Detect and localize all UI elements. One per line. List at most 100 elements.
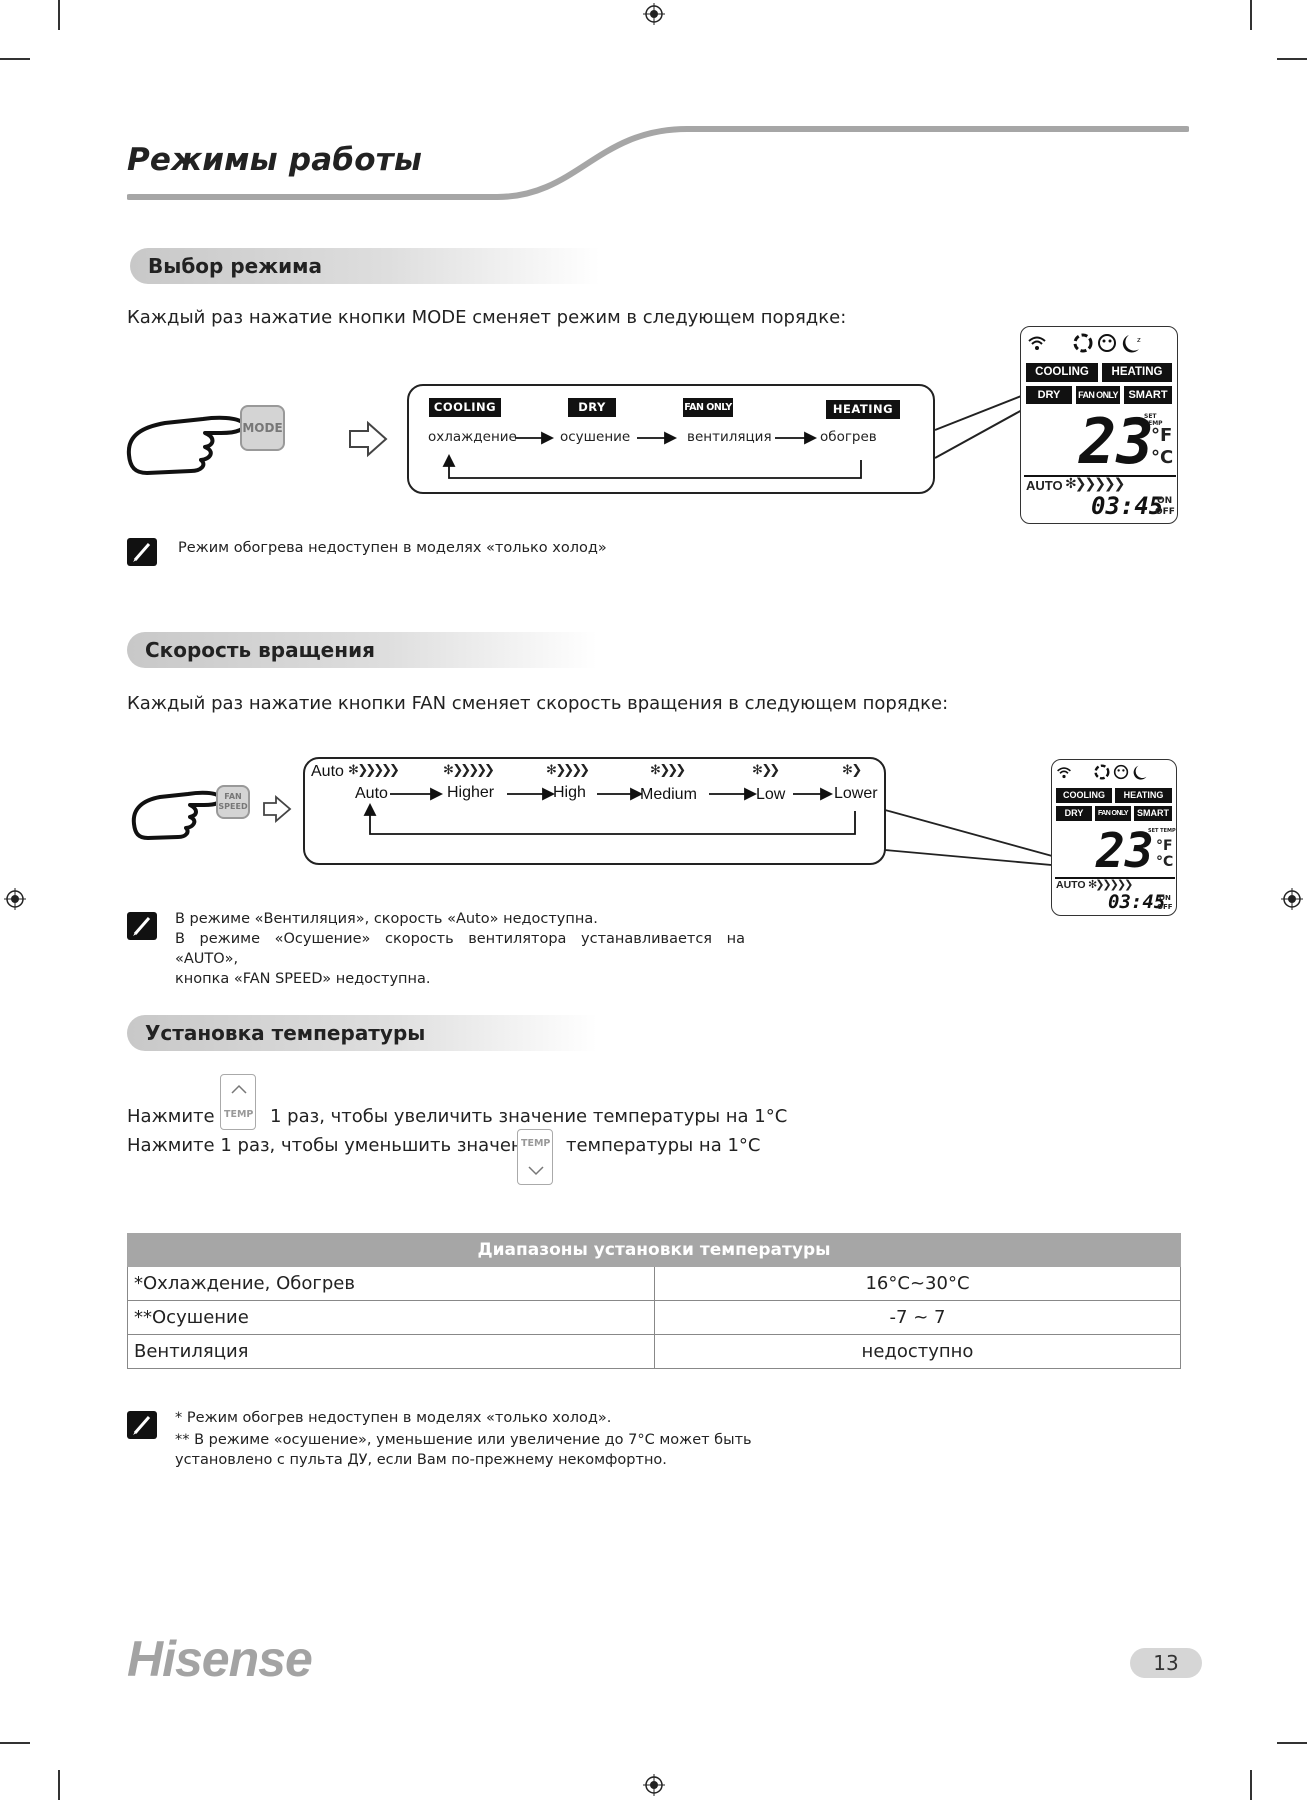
crop-mark bbox=[0, 1742, 30, 1744]
timer-readout: 03:45 bbox=[1108, 891, 1166, 913]
fan-button-label-2: SPEED bbox=[218, 802, 248, 811]
unit-f: °F bbox=[1156, 838, 1173, 854]
fan-speed-medium: Medium bbox=[640, 786, 697, 803]
crop-mark bbox=[1250, 1770, 1252, 1800]
fan-flow-arrows bbox=[363, 787, 856, 835]
temperature-readout: 23 bbox=[1096, 823, 1154, 879]
fan-speed-higher: Higher bbox=[447, 784, 495, 801]
fan-speed-level-icon: ✻ ❯❯ bbox=[752, 763, 780, 778]
remote-tag-dry: DRY bbox=[1056, 806, 1092, 821]
fan-speed-level-icon: ✻ ❯❯❯❯❯ bbox=[348, 763, 400, 778]
section-heading-temp: Установка температуры bbox=[127, 1015, 597, 1051]
mode-tag-dry: DRY bbox=[568, 398, 616, 417]
note-icon bbox=[127, 538, 157, 566]
fan-flow-box bbox=[303, 757, 886, 865]
table-row: Вентиляция недоступно bbox=[127, 1334, 1181, 1369]
unit-c: °C bbox=[1156, 854, 1174, 870]
mode-label-dry: осушение bbox=[560, 429, 631, 445]
mode-tag-cooling: COOLING bbox=[429, 398, 501, 417]
crop-mark bbox=[1277, 1742, 1307, 1744]
off-label: OFF bbox=[1155, 507, 1175, 517]
mode-flow-arrows bbox=[442, 431, 862, 479]
registration-mark-icon bbox=[643, 1774, 665, 1796]
remote-tag-fan-only: FAN ONLY bbox=[1076, 386, 1120, 404]
temp-line1-suffix: 1 раз, чтобы увеличить значение температ… bbox=[270, 1106, 788, 1127]
chevron-down-icon bbox=[528, 1166, 544, 1176]
crop-mark bbox=[58, 1770, 60, 1800]
set-temp-label: SET TEMP bbox=[1148, 828, 1176, 834]
remote-tag-heating: HEATING bbox=[1102, 363, 1172, 382]
table-cell-range: 16°C~30°C bbox=[654, 1266, 1181, 1301]
mode-note: Режим обогрева недоступен в моделях «тол… bbox=[178, 540, 607, 556]
mode-label-cooling: охлаждение bbox=[428, 429, 517, 445]
fan-speed-high: High bbox=[553, 784, 586, 801]
remote-display: z COOLING HEATING DRY FAN ONLY SMART SET… bbox=[1020, 326, 1178, 524]
on-label: ON bbox=[1157, 496, 1173, 506]
remote-display-small: COOLING HEATING DRY FAN ONLY SMART SET T… bbox=[1051, 759, 1177, 916]
page-number: 13 bbox=[1130, 1648, 1202, 1678]
fan-speed-level-icon: ✻ ❯❯❯ bbox=[650, 763, 686, 778]
fan-note-line: кнопка «FAN SPEED» недоступна. bbox=[175, 971, 431, 987]
fan-speed-level-icon: ✻ ❯❯❯❯ bbox=[546, 763, 590, 778]
fan-auto-indicator: Auto bbox=[311, 763, 344, 780]
crop-mark bbox=[0, 58, 30, 60]
temp-down-button[interactable]: TEMP bbox=[517, 1129, 553, 1185]
hand-pressing-icon bbox=[131, 790, 223, 840]
off-label: OFF bbox=[1157, 903, 1173, 911]
fan-speed-bars-icon: ✻❯❯❯❯❯ bbox=[1088, 878, 1133, 891]
mode-symbols-icon: z bbox=[1073, 333, 1141, 353]
table-cell-range: недоступно bbox=[654, 1334, 1181, 1369]
remote-tag-dry: DRY bbox=[1026, 386, 1072, 404]
fan-speed-auto: Auto bbox=[355, 785, 388, 802]
mode-tag-heating: HEATING bbox=[826, 400, 900, 419]
temp-line2-suffix: температуры на 1°C bbox=[566, 1135, 761, 1156]
fan-button-label-1: FAN bbox=[224, 792, 242, 801]
hand-pressing-icon bbox=[126, 415, 246, 475]
arrow-right-outline-icon bbox=[349, 420, 388, 458]
divider bbox=[1024, 475, 1176, 477]
mode-button[interactable]: MODE bbox=[240, 405, 285, 451]
fan-speed-level-icon: ✻ ❯❯❯❯❯ bbox=[443, 763, 495, 778]
temp-up-button[interactable]: TEMP bbox=[220, 1074, 256, 1130]
fan-intro: Каждый раз нажатие кнопки FAN сменяет ск… bbox=[127, 693, 949, 714]
fan-note: В режиме «Вентиляция», скорость «Auto» н… bbox=[175, 909, 745, 989]
remote-auto-label: AUTO bbox=[1026, 478, 1063, 493]
fan-speed-low: Low bbox=[756, 786, 786, 803]
arrow-right-outline-icon bbox=[263, 795, 292, 823]
crop-mark bbox=[58, 0, 60, 30]
remote-tag-cooling: COOLING bbox=[1056, 788, 1112, 803]
temp-button-label: TEMP bbox=[224, 1109, 254, 1120]
footer-note-line: * Режим обогрев недоступен в моделях «то… bbox=[175, 1410, 612, 1426]
mode-label-fan-only: вентиляция bbox=[687, 429, 772, 445]
section-heading-mode: Выбор режима bbox=[130, 248, 600, 284]
mode-label-heating: обогрев bbox=[820, 429, 877, 445]
title-swoosh bbox=[127, 126, 1189, 200]
fan-speed-button[interactable]: FAN SPEED bbox=[216, 785, 250, 819]
note-icon bbox=[127, 912, 157, 940]
chevron-up-icon bbox=[231, 1084, 247, 1094]
remote-tag-smart: SMART bbox=[1124, 386, 1172, 404]
fan-speed-lower: Lower bbox=[834, 785, 878, 802]
fan-note-line: В режиме «Осушение» скорость вентилятора… bbox=[175, 931, 745, 967]
crop-mark bbox=[1250, 0, 1252, 30]
fan-speed-level-icon: ✻ ❯ bbox=[842, 763, 862, 778]
divider bbox=[1055, 877, 1175, 879]
set-temp-label: SET TEMP bbox=[1144, 413, 1163, 427]
page-title: Режимы работы bbox=[127, 142, 423, 178]
footer-note-line: установлено с пульта ДУ, если Вам по-пре… bbox=[175, 1452, 667, 1468]
timer-readout: 03:45 bbox=[1091, 492, 1164, 520]
remote-tag-heating: HEATING bbox=[1115, 788, 1172, 803]
mode-tag-fan-only: FAN ONLY bbox=[683, 398, 733, 417]
temp-line1-prefix: Нажмите bbox=[127, 1106, 215, 1127]
mode-intro: Каждый раз нажатие кнопки MODE сменяет р… bbox=[127, 307, 847, 328]
temperature-ranges-table: Диапазоны установки температуры *Охлажде… bbox=[127, 1233, 1181, 1369]
remote-tag-smart: SMART bbox=[1134, 806, 1172, 821]
remote-auto-label: AUTO bbox=[1056, 879, 1086, 891]
mode-symbols-icon bbox=[1094, 764, 1147, 780]
wifi-icon bbox=[1057, 767, 1071, 779]
remote-tag-cooling: COOLING bbox=[1026, 363, 1098, 382]
table-row: **Осушение -7 ~ 7 bbox=[127, 1300, 1181, 1335]
fan-speed-bars-icon: ✻❯❯❯❯❯ bbox=[1065, 476, 1125, 492]
on-label: ON bbox=[1159, 894, 1171, 902]
note-icon bbox=[127, 1411, 157, 1439]
